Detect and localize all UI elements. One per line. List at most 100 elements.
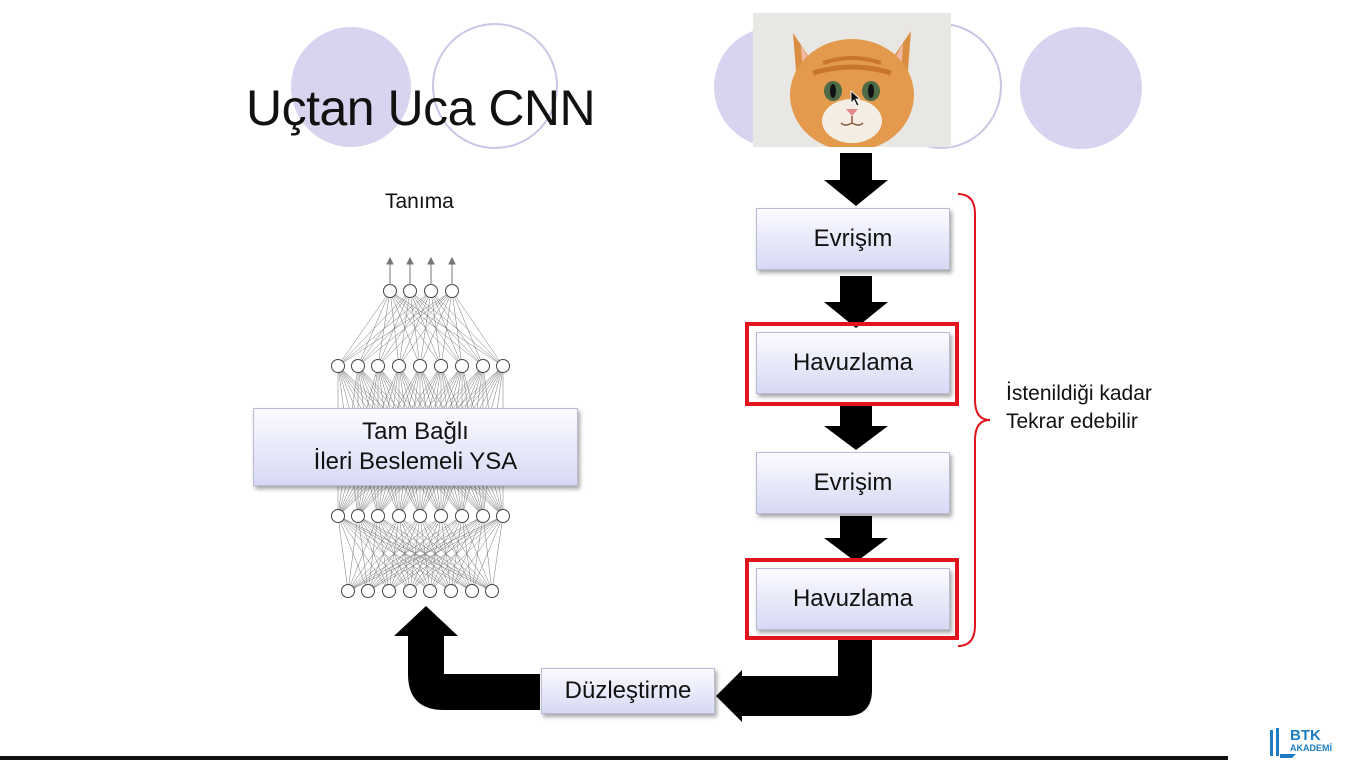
network-edge: [377, 290, 453, 367]
network-edge: [409, 515, 504, 592]
network-edge: [377, 515, 431, 592]
network-edge: [377, 290, 411, 367]
network-edge: [357, 290, 411, 367]
network-edge: [367, 515, 504, 592]
network-edge: [347, 515, 484, 592]
network-edge: [451, 290, 484, 367]
btk-logo-mark: [1270, 728, 1296, 758]
network-edge: [389, 290, 442, 367]
network-edge: [430, 290, 504, 367]
logo-top-text: BTK: [1290, 727, 1321, 744]
network-node: [465, 584, 479, 598]
network-node: [341, 584, 355, 598]
down-arrow: [824, 406, 888, 450]
network-edge: [451, 290, 463, 367]
pooling-box: Havuzlama: [756, 568, 950, 630]
logo-bottom-text: AKADEMİ: [1290, 743, 1332, 753]
network-nodes: [331, 284, 510, 598]
network-node: [331, 509, 345, 523]
down-arrow: [824, 516, 888, 562]
fc-line1: Tam Bağlı: [362, 418, 469, 445]
network-edge: [357, 290, 453, 367]
network-node: [434, 509, 448, 523]
network-edge: [357, 290, 432, 367]
network-node: [361, 584, 375, 598]
network-node: [392, 509, 406, 523]
decor-circle: [291, 27, 411, 147]
network-edge: [389, 290, 484, 367]
network-edge: [409, 515, 484, 592]
down-arrow: [824, 153, 888, 206]
network-node: [331, 359, 345, 373]
network-node: [413, 359, 427, 373]
network-edge: [337, 515, 349, 592]
network-edge: [367, 515, 421, 592]
network-edge: [337, 290, 391, 367]
network-edge: [429, 515, 504, 592]
network-node: [455, 509, 469, 523]
network-edge: [471, 515, 504, 592]
network-edge: [337, 290, 453, 367]
network-node: [424, 284, 438, 298]
convolution-box: Evrişim: [756, 208, 950, 270]
convolution-box: Evrişim: [756, 452, 950, 514]
network-edge: [388, 515, 504, 592]
down-arrow: [824, 276, 888, 328]
network-node: [403, 584, 417, 598]
network-edge: [347, 515, 442, 592]
network-edge: [419, 515, 493, 592]
network-edge: [440, 290, 453, 367]
network-edge: [347, 515, 359, 592]
network-edge: [337, 290, 432, 367]
highlight-frame: [745, 558, 959, 640]
network-edge: [419, 290, 453, 367]
network-edge: [337, 515, 411, 592]
network-node: [371, 509, 385, 523]
network-edge: [491, 515, 504, 592]
network-node: [423, 584, 437, 598]
network-node: [496, 509, 510, 523]
network-edge: [367, 515, 400, 592]
repeat-note-line2: Tekrar edebilir: [1006, 410, 1138, 433]
highlight-frame: [745, 322, 959, 406]
network-node: [382, 584, 396, 598]
network-edge: [347, 515, 504, 592]
network-node: [434, 359, 448, 373]
fc-network-box: Tam Bağlı İleri Beslemeli YSA: [253, 408, 578, 486]
network-edge: [347, 515, 463, 592]
network-node: [444, 584, 458, 598]
network-edge: [451, 290, 504, 367]
decor-ring: [432, 23, 558, 149]
network-node: [485, 584, 499, 598]
network-edge: [347, 515, 421, 592]
network-edge: [471, 515, 484, 592]
cat-input-image: [753, 13, 951, 147]
network-edge: [347, 515, 400, 592]
network-edge: [398, 290, 453, 367]
output-arrows: [386, 256, 456, 285]
pooling-box: Havuzlama: [756, 332, 950, 394]
network-node: [392, 359, 406, 373]
network-node: [496, 359, 510, 373]
network-edge: [367, 515, 379, 592]
network-edge: [367, 515, 442, 592]
network-node: [371, 359, 385, 373]
network-edge: [389, 290, 463, 367]
network-node: [445, 284, 459, 298]
network-edge: [337, 290, 411, 367]
network-edge: [450, 515, 504, 592]
repeat-note-line1: İstenildiği kadar: [1006, 382, 1152, 405]
network-node: [351, 509, 365, 523]
network-node: [413, 509, 427, 523]
network-edge: [377, 290, 432, 367]
network-node: [403, 284, 417, 298]
flatten-box: Düzleştirme: [541, 668, 715, 714]
network-node: [476, 509, 490, 523]
network-node: [476, 359, 490, 373]
network-edge: [398, 515, 493, 592]
bottom-rule: [0, 756, 1228, 760]
repeat-note: İstenildiği kadar Tekrar edebilir: [1006, 380, 1152, 436]
recognition-label: Tanıma: [385, 190, 454, 213]
decor-circle: [1020, 27, 1142, 149]
repeat-bracket: [957, 193, 991, 647]
